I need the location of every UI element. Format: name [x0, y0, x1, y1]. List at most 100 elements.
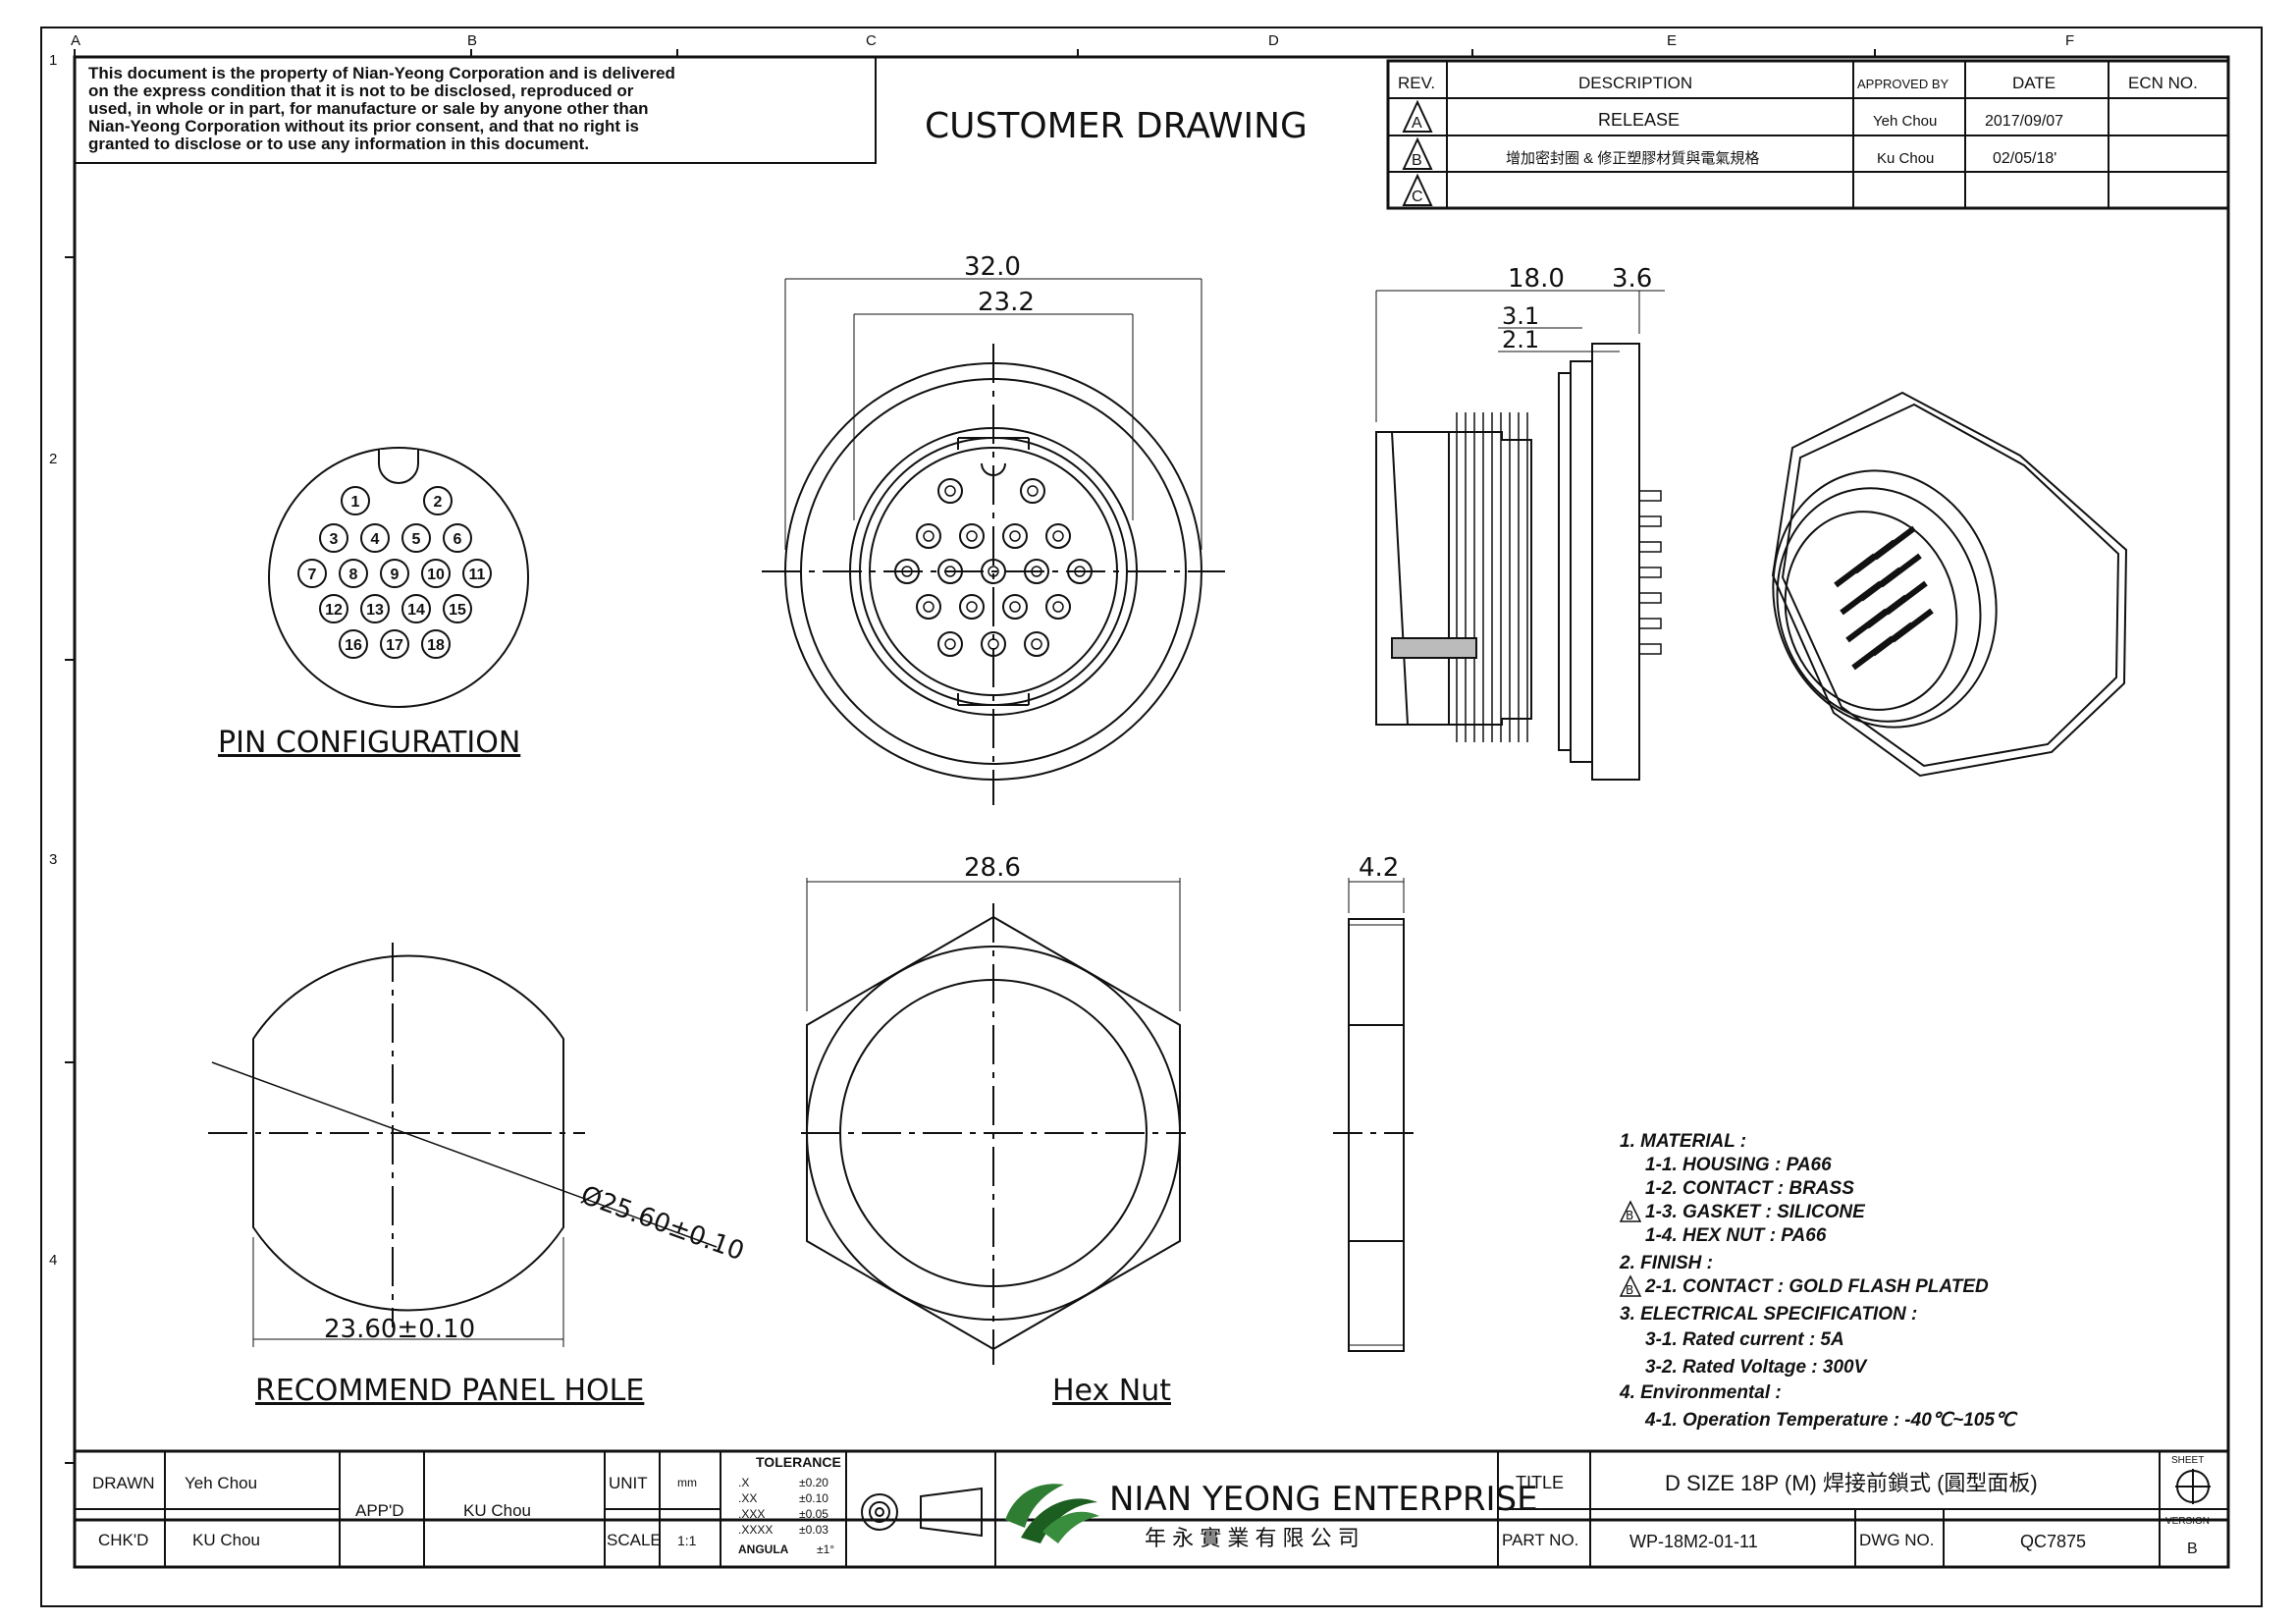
version-value: B — [2187, 1541, 2198, 1557]
tolerance-precision: .XXXX — [738, 1523, 773, 1537]
pin-number: 6 — [454, 531, 462, 548]
pin-number: 18 — [427, 637, 445, 654]
zone-col-c: C — [866, 32, 877, 49]
checked-by: KU Chou — [192, 1531, 260, 1549]
inner-border — [73, 55, 2230, 1522]
rev-header-ecn: ECN NO. — [2128, 74, 2198, 92]
pin-hole — [916, 523, 941, 549]
note-line: 1. MATERIAL : — [1620, 1131, 1746, 1152]
pin: 12 — [319, 594, 348, 623]
pin-hole-core — [1052, 601, 1064, 613]
pin-hole — [959, 523, 985, 549]
rev-a-date: 2017/09/07 — [1985, 113, 2063, 130]
pin: 14 — [401, 594, 431, 623]
front-view — [762, 278, 1225, 805]
approved-by: KU Chou — [463, 1501, 531, 1520]
pin-hole-core — [923, 530, 934, 542]
pin-hole — [1045, 594, 1071, 620]
pin-hole-core — [1027, 485, 1039, 497]
dwg-value: QC7875 — [2020, 1532, 2086, 1551]
rev-header-approved: APPROVED BY — [1857, 77, 1949, 91]
drawn-by: Yeh Chou — [185, 1474, 257, 1492]
pin-hole — [1002, 594, 1028, 620]
iso-pin — [1879, 553, 1922, 588]
zone-col-a: A — [71, 32, 80, 49]
solder-tail — [1638, 567, 1662, 578]
note-line: 2. FINISH : — [1619, 1253, 1713, 1273]
pin: 8 — [339, 559, 368, 588]
pin-hole-core — [944, 638, 956, 650]
solder-tail — [1638, 643, 1662, 655]
part-value: WP-18M2-01-11 — [1629, 1532, 1758, 1551]
note-line: 4-1. Operation Temperature : -40℃~105℃ — [1644, 1410, 2018, 1431]
pin: 13 — [360, 594, 390, 623]
sheet-label: SHEET — [2171, 1455, 2204, 1466]
zone-col-e: E — [1667, 32, 1677, 49]
note-line: 3. ELECTRICAL SPECIFICATION : — [1620, 1304, 1917, 1325]
solder-tail — [1638, 592, 1662, 604]
iso-pin — [1873, 525, 1916, 561]
pin-number: 5 — [412, 531, 421, 548]
pin-number: 17 — [386, 637, 403, 654]
note-line: 1-3. GASKET : SILICONE — [1645, 1202, 1866, 1222]
notice-line: This document is the property of Nian-Ye… — [88, 64, 675, 82]
notice-line: granted to disclose or to use any inform… — [88, 135, 589, 153]
solder-tail — [1638, 515, 1662, 527]
checked-label: CHK'D — [98, 1531, 148, 1549]
zone-row-1: 1 — [49, 52, 57, 69]
unit-value: mm — [677, 1476, 697, 1489]
pin-hole — [937, 559, 963, 584]
zone-row-4: 4 — [49, 1252, 57, 1269]
approved-label: APP'D — [355, 1501, 404, 1520]
thread-lines — [1456, 412, 1528, 742]
pin-hole-core — [966, 601, 978, 613]
tolerance-value: ±0.05 — [799, 1507, 828, 1521]
pin-hole-core — [923, 601, 934, 613]
dim-front-outer: 32.0 — [964, 252, 1021, 282]
dim-side-b: 2.1 — [1502, 326, 1539, 353]
pin: 5 — [401, 523, 431, 553]
rev-b-description: 增加密封圈 & 修正塑膠材質與電氣規格 — [1506, 149, 1759, 167]
panel-hole-view — [208, 943, 718, 1347]
iso-pin — [1885, 580, 1928, 616]
note-line: 1-1. HOUSING : PA66 — [1645, 1155, 1832, 1175]
rev-c-letter: C — [1412, 189, 1423, 205]
pin-hole-core — [1031, 566, 1042, 577]
pin: 1 — [341, 486, 370, 515]
tolerance-title: TOLERANCE — [756, 1454, 841, 1470]
pin-hole-core — [944, 566, 956, 577]
company-name-cn: 年 永 實 業 有 限 公 司 — [1145, 1526, 1360, 1550]
tolerance-table: .X ±0.20 .XX ±0.10 .XXX ±0.05 .XXXX ±0.0… — [738, 1476, 834, 1556]
pin-hole-core — [1009, 601, 1021, 613]
zone-ticks — [65, 49, 1876, 1464]
tolerance-value: ±1° — [817, 1542, 834, 1556]
pin: 11 — [462, 559, 492, 588]
dim-side-a: 3.1 — [1502, 302, 1539, 330]
pin: 17 — [380, 629, 409, 659]
note-rev-marks — [1619, 1200, 1642, 1297]
hex-nut-side-view — [1333, 878, 1419, 1352]
pin-number: 15 — [449, 602, 466, 619]
note-line: 1-4. HEX NUT : PA66 — [1645, 1225, 1827, 1246]
pin: 7 — [297, 559, 327, 588]
pin-hole — [894, 559, 920, 584]
pin-hole — [1067, 559, 1093, 584]
pin-hole-core — [1031, 638, 1042, 650]
title-block — [73, 1449, 2230, 1569]
zone-col-b: B — [467, 32, 477, 49]
pin-number: 4 — [371, 531, 380, 548]
notice-line: on the express condition that it is not … — [88, 81, 634, 100]
scale-label: SCALE — [607, 1531, 662, 1549]
drawing-title: CUSTOMER DRAWING — [925, 106, 1308, 146]
notice-line: used, in whole or in part, for manufactu… — [88, 99, 649, 118]
note-line: 1-2. CONTACT : BRASS — [1645, 1178, 1854, 1199]
pin-hole — [1045, 523, 1071, 549]
isometric-view — [1771, 391, 2128, 778]
solder-tail — [1638, 618, 1662, 629]
projection-symbol-icon — [861, 1487, 983, 1538]
pin: 2 — [423, 486, 453, 515]
pin-number: 2 — [434, 494, 443, 511]
pin: 4 — [360, 523, 390, 553]
